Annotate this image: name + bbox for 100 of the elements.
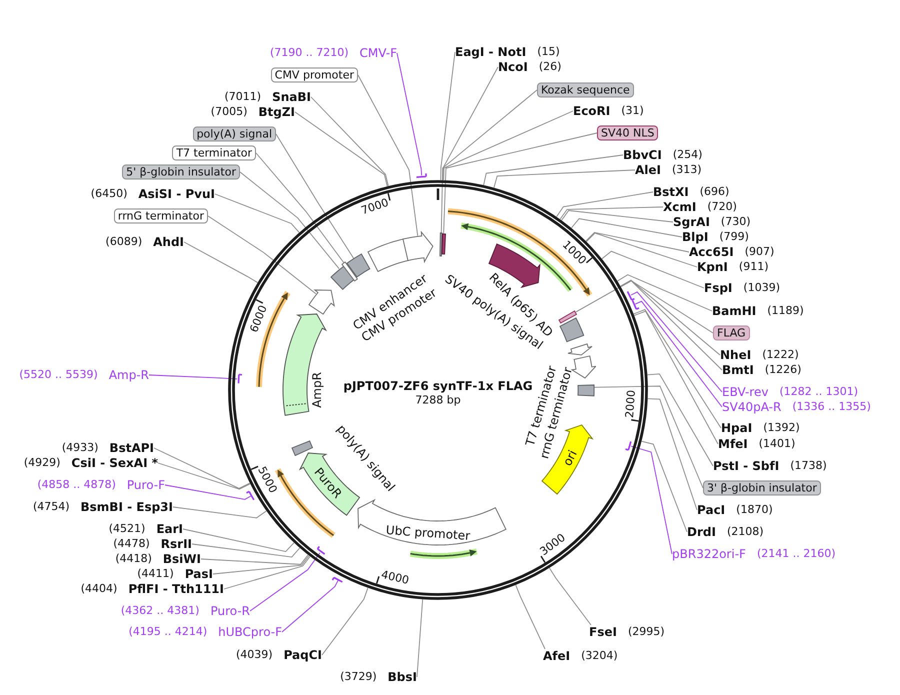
cut-position: (696) xyxy=(700,185,730,199)
cut-position: (31) xyxy=(621,104,644,118)
enzyme-name: PflFI - Tth111I xyxy=(128,582,224,596)
leader-line xyxy=(310,96,389,186)
feature-tag: Kozak sequence xyxy=(537,82,634,98)
cut-position: (1189) xyxy=(767,304,804,318)
leader-line xyxy=(443,132,598,234)
leader-line xyxy=(620,280,722,370)
primer-mark xyxy=(236,373,244,385)
feature-tag: 3' β-globin insulator xyxy=(703,480,821,496)
enzyme-name: EarI xyxy=(156,522,183,536)
enzyme-name: RsrII xyxy=(160,537,192,551)
feature-block xyxy=(346,253,371,278)
leader-line xyxy=(200,554,308,565)
cut-position: (15) xyxy=(537,45,560,59)
leader-line xyxy=(440,90,538,233)
leader-line xyxy=(250,552,320,612)
leader-line xyxy=(276,134,354,259)
leader-line xyxy=(620,280,720,356)
primer-name: Puro-R xyxy=(210,604,250,618)
tick-label: 6000 xyxy=(248,303,270,334)
leader-line xyxy=(212,555,310,574)
feature-tag: rrnG terminator xyxy=(114,208,208,224)
tick-label: 5000 xyxy=(255,464,279,495)
enzyme-name: AhdI xyxy=(153,235,184,249)
leader-line xyxy=(634,310,718,444)
feature-arc xyxy=(282,313,327,417)
leader-line xyxy=(164,484,252,500)
leader-line xyxy=(483,154,624,186)
feature-block xyxy=(290,440,314,456)
cut-position: (3204) xyxy=(581,649,618,663)
cut-position: (4418) xyxy=(115,552,152,566)
enzyme-name: BamHI xyxy=(712,304,756,318)
enzyme-name: BtgZI xyxy=(258,105,295,119)
tick-label: 4000 xyxy=(380,569,410,588)
leader-line xyxy=(515,584,546,650)
primer-name: hUBCpro-F xyxy=(218,625,282,639)
feature-tag: FLAG xyxy=(713,326,750,340)
tick-label: 2000 xyxy=(624,389,638,418)
feature-label: ori xyxy=(560,448,580,468)
enzyme-name: KpnI xyxy=(697,260,728,274)
feature-tag: SV40 NLS xyxy=(597,126,658,140)
leader-line xyxy=(560,206,664,220)
cut-position: (720) xyxy=(707,200,737,214)
primer-position: (7190 .. 7210) xyxy=(270,46,349,60)
leader-line xyxy=(416,599,424,678)
enzyme-name: EagI - NotI xyxy=(455,45,526,59)
enzyme-name: MfeI xyxy=(718,437,748,451)
primer-mark xyxy=(245,490,256,502)
plasmid-length: 7288 bp xyxy=(415,394,461,406)
enzyme-name: PstI - SbfI xyxy=(713,459,780,473)
feature-block xyxy=(558,310,578,324)
leader-line xyxy=(647,398,698,510)
leader-line xyxy=(294,112,388,187)
leader-line xyxy=(224,556,310,590)
cut-position: (1870) xyxy=(736,503,773,517)
enzyme-name: XcmI xyxy=(663,200,696,214)
leader-line xyxy=(630,291,722,392)
enzyme-name: PaqCI xyxy=(284,648,322,662)
feature-block xyxy=(341,260,359,282)
enzyme-name: BstXI xyxy=(653,185,689,199)
enzyme-name: CsiI - SexAI * xyxy=(71,456,158,470)
leader-line xyxy=(172,506,267,518)
leader-line xyxy=(440,52,456,180)
cut-position: (730) xyxy=(720,215,750,229)
cut-position: (7011) xyxy=(224,90,262,104)
leader-line xyxy=(358,74,418,236)
primer-name: Puro-F xyxy=(126,478,165,492)
enzyme-name: FspI xyxy=(704,281,732,295)
leader-line xyxy=(154,448,250,489)
feature-block xyxy=(576,384,595,398)
cut-position: (1738) xyxy=(790,459,827,473)
cut-position: (4929) xyxy=(24,456,60,470)
primer-name: CMV-F xyxy=(360,46,397,60)
cut-position: (4521) xyxy=(108,522,146,536)
primer-mark xyxy=(316,545,326,556)
enzyme-name: BsiWI xyxy=(162,552,201,566)
primer-name: EBV-rev xyxy=(722,385,768,399)
enzyme-name: DrdI xyxy=(687,525,716,539)
cut-position: (1226) xyxy=(764,363,802,377)
leader-line xyxy=(586,232,690,252)
feature-label: UbC promoter xyxy=(386,522,471,543)
cut-position: (4039) xyxy=(236,648,273,662)
cut-position: (4754) xyxy=(32,500,70,514)
cut-position: (911) xyxy=(738,260,768,274)
enzyme-name: Acc65I xyxy=(689,245,734,259)
feature-tag: T7 terminator xyxy=(172,146,256,160)
primer-position: (4858 .. 4878) xyxy=(37,478,116,492)
enzyme-name: BlpI xyxy=(682,230,708,244)
primer-mark xyxy=(630,298,640,310)
leader-line xyxy=(494,170,636,188)
cut-position: (26) xyxy=(538,60,562,74)
primer-position: (4362 .. 4381) xyxy=(120,604,200,618)
cut-position: (1222) xyxy=(762,348,799,362)
leader-line xyxy=(576,280,714,334)
primer-mark xyxy=(415,172,428,179)
cut-position: (1401) xyxy=(758,437,796,451)
cut-position: (4933) xyxy=(62,441,98,455)
primer-position: (1336 .. 1355) xyxy=(792,400,871,414)
leader-line xyxy=(282,580,338,632)
